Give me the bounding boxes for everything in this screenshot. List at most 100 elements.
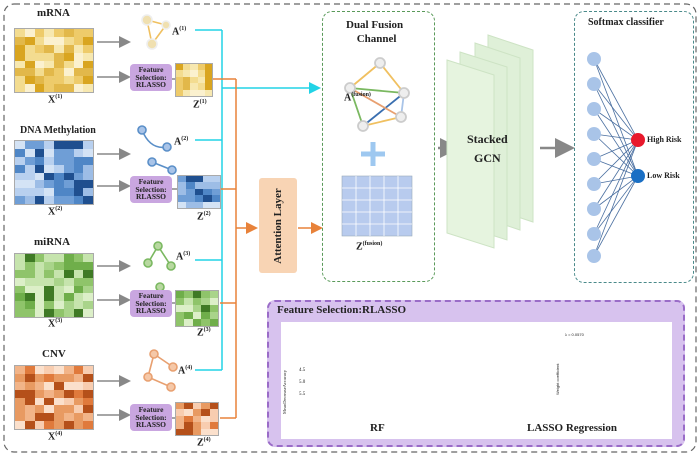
matrix-cell: [209, 409, 218, 416]
matrix-cell: [54, 156, 64, 165]
matrix-cell: [194, 195, 204, 202]
matrix-cell: [34, 60, 45, 69]
matrix-cell: [73, 261, 84, 270]
matrix-cell: [194, 182, 204, 189]
matrix-cell: [63, 60, 74, 69]
matrix-cell: [15, 261, 25, 270]
matrix-cell: [190, 64, 198, 71]
matrix-z4: [175, 402, 219, 436]
matrix-cell: [203, 201, 212, 208]
matrix-cell: [184, 291, 193, 298]
matrix-cell: [203, 195, 212, 202]
matrix-cell: [201, 291, 210, 298]
matrix-cell: [178, 195, 187, 202]
matrix-cell: [63, 285, 74, 294]
matrix-cell: [83, 29, 93, 37]
matrix-cell: [34, 44, 45, 53]
matrix-cell: [73, 52, 84, 61]
matrix-cell: [44, 36, 54, 45]
matrix-cell: [194, 188, 204, 196]
matrix-cell: [73, 36, 84, 45]
matrix-cell: [201, 403, 210, 410]
matrix-cell: [192, 409, 202, 416]
matrix-cell: [63, 148, 74, 157]
matrix-cell: [63, 68, 74, 77]
matrix-cell: [24, 68, 35, 77]
matrix-cell: [54, 397, 64, 406]
matrix-cell: [54, 269, 64, 278]
matrix-cell: [54, 421, 64, 429]
matrix-cell: [63, 309, 74, 317]
matrix-cell: [24, 76, 35, 85]
matrix-cell: [192, 319, 202, 326]
matrix-cell: [209, 415, 218, 423]
matrix-cell: [204, 64, 212, 71]
graph-a1: [141, 14, 171, 50]
matrix-cell: [15, 421, 25, 429]
matrix-cell: [83, 277, 93, 286]
matrix-cell: [34, 366, 45, 374]
matrix-cell: [83, 254, 93, 262]
matrix-cell: [54, 405, 64, 414]
matrix-cell: [15, 373, 25, 382]
matrix-cell: [63, 254, 74, 262]
matrix-cell: [44, 301, 54, 310]
matrix-cell: [44, 196, 54, 204]
matrix-cell: [183, 70, 191, 77]
matrix-cell: [83, 196, 93, 204]
matrix-cell: [54, 301, 64, 310]
matrix-cell: [83, 293, 93, 302]
matrix-cell: [73, 29, 84, 37]
matrix-cell: [83, 405, 93, 414]
matrix-cell: [54, 44, 64, 53]
x-label-3: X(3): [48, 318, 63, 330]
matrix-cell: [197, 64, 205, 71]
matrix-cell: [44, 269, 54, 278]
matrix-cell: [197, 83, 205, 90]
matrix-cell: [15, 29, 25, 37]
matrix-cell: [183, 64, 191, 71]
matrix-cell: [176, 409, 185, 416]
matrix-cell: [63, 84, 74, 92]
matrix-x1: [14, 28, 94, 93]
matrix-cell: [83, 76, 93, 85]
matrix-cell: [44, 413, 54, 422]
matrix-cell: [24, 196, 35, 204]
fusion-graph: [344, 57, 410, 132]
matrix-cell: [192, 415, 202, 423]
matrix-cell: [34, 309, 45, 317]
matrix-cell: [73, 84, 84, 92]
matrix-cell: [63, 381, 74, 390]
matrix-cell: [15, 44, 25, 53]
x-label-2: X(2): [48, 206, 63, 218]
attention-layer: Attention Layer: [259, 178, 297, 273]
matrix-cell: [209, 305, 218, 312]
matrix-cell: [44, 389, 54, 398]
matrix-cell: [201, 409, 210, 416]
matrix-cell: [83, 421, 93, 429]
matrix-cell: [83, 68, 93, 77]
matrix-cell: [44, 60, 54, 69]
matrix-cell: [63, 373, 74, 382]
matrix-cell: [54, 277, 64, 286]
matrix-cell: [204, 70, 212, 77]
matrix-cell: [73, 293, 84, 302]
matrix-cell: [54, 196, 64, 204]
matrix-cell: [83, 188, 93, 197]
stacked-gcn-layers: [446, 34, 534, 249]
matrix-cell: [24, 180, 35, 189]
matrix-cell: [63, 141, 74, 149]
matrix-cell: [73, 164, 84, 173]
matrix-cell: [34, 52, 45, 61]
matrix-cell: [15, 148, 25, 157]
matrix-cell: [44, 277, 54, 286]
matrix-cell: [211, 201, 220, 208]
matrix-cell: [54, 373, 64, 382]
matrix-cell: [54, 366, 64, 374]
matrix-cell: [24, 309, 35, 317]
matrix-cell: [44, 285, 54, 294]
softmax-classifier-panel: [574, 11, 694, 283]
